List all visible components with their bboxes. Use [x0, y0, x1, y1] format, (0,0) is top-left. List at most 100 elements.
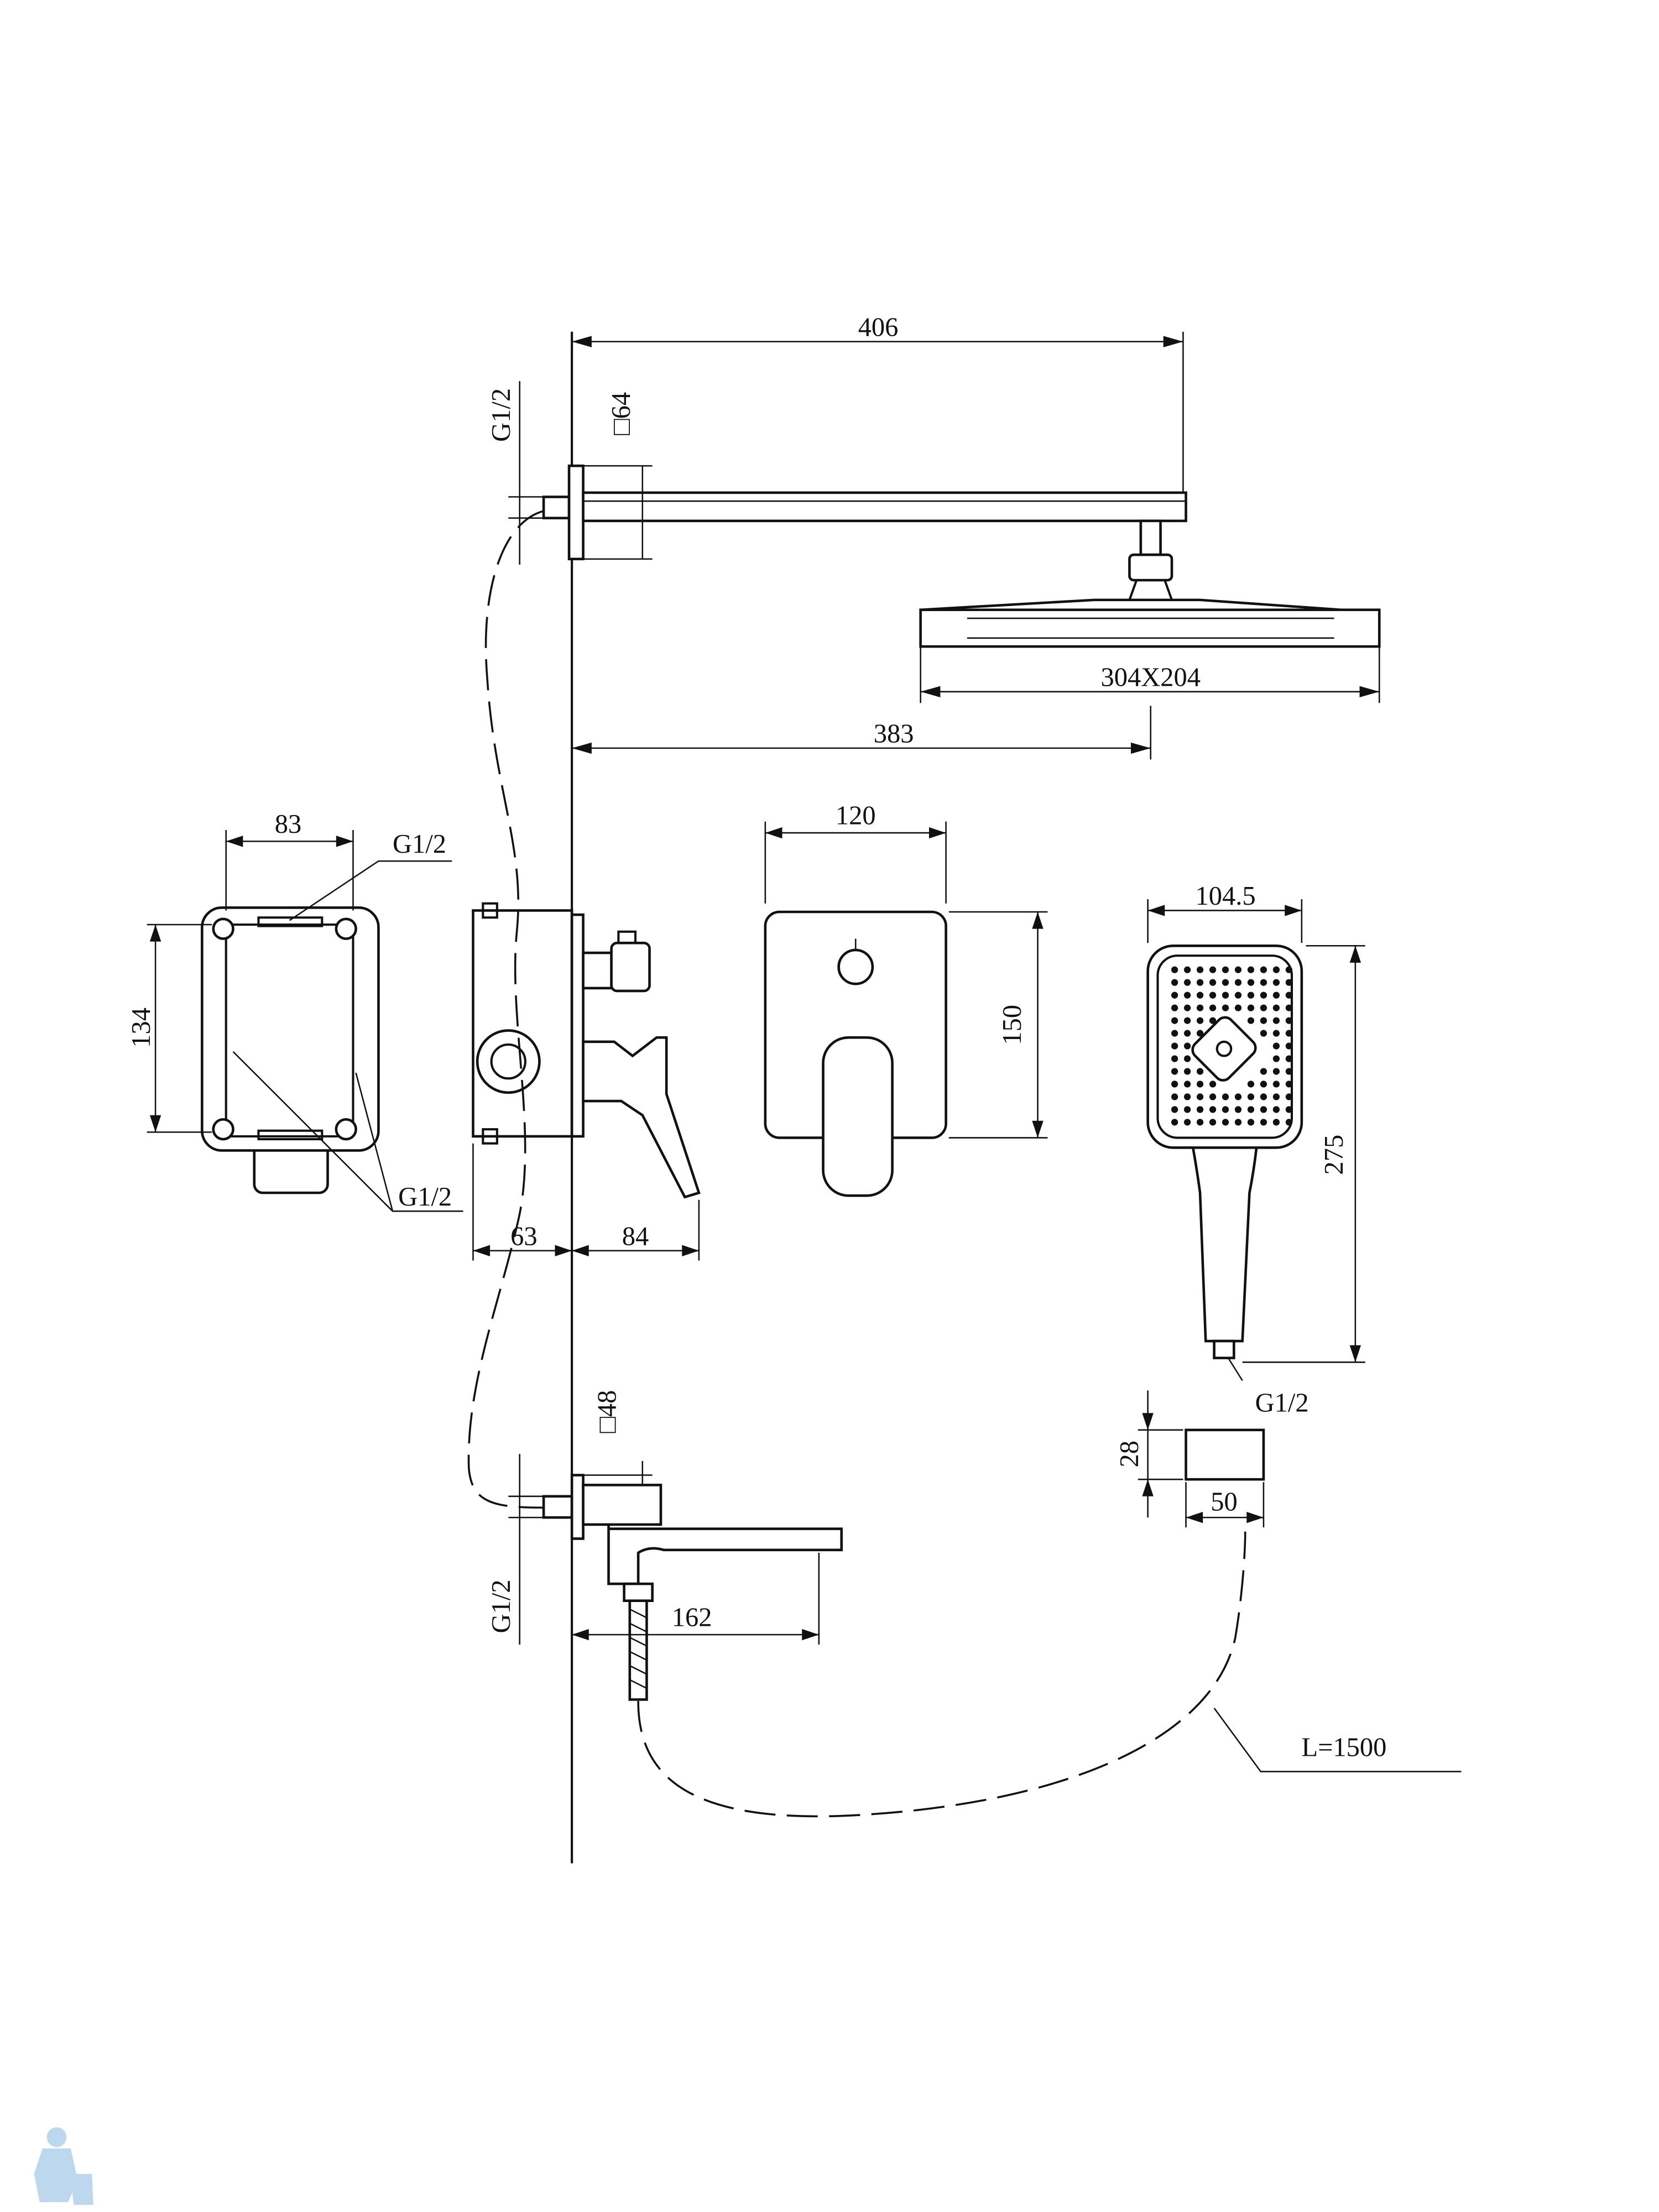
- nozzle-dot: [1171, 1055, 1178, 1062]
- dim-label: 50: [1211, 1487, 1238, 1516]
- dim-label: 275: [1319, 1135, 1349, 1175]
- dim-label: 304X204: [1100, 663, 1201, 692]
- dim-plate-width: 120: [764, 801, 947, 904]
- nozzle-dot: [1171, 1106, 1178, 1113]
- nozzle-dot: [1285, 1017, 1293, 1024]
- nozzle-dot: [1196, 1119, 1204, 1126]
- nozzle-dot: [1247, 1081, 1255, 1088]
- dim-label: 28: [1115, 1441, 1144, 1468]
- nozzle-dot: [1272, 1068, 1280, 1075]
- nozzle-dot: [1196, 966, 1204, 973]
- dim-label: 104.5: [1195, 881, 1255, 911]
- nozzle-dot: [1196, 1068, 1204, 1075]
- dim-hand-thread: G1/2: [1228, 1357, 1309, 1418]
- nozzle-dot: [1285, 1106, 1293, 1113]
- nozzle-dot: [1247, 1106, 1255, 1113]
- nozzle-dot: [1171, 1119, 1178, 1126]
- nozzle-dot: [1260, 1017, 1267, 1024]
- bath-spout: [542, 1474, 843, 1701]
- nozzle-dot: [1183, 1030, 1191, 1037]
- nozzle-dot: [1272, 1030, 1280, 1037]
- mixer-side-view: [472, 902, 701, 1199]
- nozzle-dot: [1285, 1081, 1293, 1088]
- nozzle-dot: [1260, 1030, 1267, 1037]
- nozzle-dot: [1196, 992, 1204, 999]
- dim-label: G1/2: [487, 388, 516, 442]
- nozzle-dot: [1272, 1106, 1280, 1113]
- nozzle-dot: [1285, 1004, 1293, 1011]
- dim-label: G1/2: [1255, 1389, 1309, 1418]
- nozzle-dot: [1234, 1004, 1242, 1011]
- nozzle-dot: [1171, 1093, 1178, 1100]
- dim-arm-inlet: G1/2: [487, 381, 544, 565]
- nozzle-dot: [1234, 992, 1242, 999]
- nozzle-dot: [1222, 966, 1229, 973]
- dim-arm-flange: □64: [583, 392, 653, 560]
- nozzle-dot: [1247, 1119, 1255, 1126]
- nozzle-dot: [1260, 1119, 1267, 1126]
- nozzle-dot: [1222, 1004, 1229, 1011]
- nozzle-dot: [1272, 1119, 1280, 1126]
- mounting-box: [201, 906, 380, 1194]
- nozzle-dot: [1171, 1030, 1178, 1037]
- dim-label: 162: [672, 1603, 712, 1632]
- dim-label: G1/2: [393, 830, 446, 859]
- nozzle-dot: [1183, 1119, 1191, 1126]
- nozzle-dot: [1260, 1106, 1267, 1113]
- dim-spout-flange: □48: [583, 1390, 653, 1485]
- nozzle-dot: [1285, 1042, 1293, 1050]
- nozzle-dot: [1183, 1068, 1191, 1075]
- nozzle-dot: [1222, 1119, 1229, 1126]
- nozzle-dot: [1285, 1055, 1293, 1062]
- nozzle-dot: [1171, 1042, 1178, 1050]
- concealed-pipe: [467, 510, 544, 1509]
- nozzle-dot: [1171, 966, 1178, 973]
- dim-spout-projection: 162: [572, 1552, 820, 1645]
- nozzle-dot: [1285, 979, 1293, 986]
- nozzle-dot: [1247, 992, 1255, 999]
- nozzle-dot: [1272, 1081, 1280, 1088]
- nozzle-dot: [1247, 1017, 1255, 1024]
- nozzle-dot: [1260, 966, 1267, 973]
- nozzle-dot: [1272, 1093, 1280, 1100]
- nozzle-dot: [1196, 1030, 1204, 1037]
- nozzle-dot: [1183, 1081, 1191, 1088]
- nozzle-dot: [1285, 1119, 1293, 1126]
- nozzle-dot: [1260, 992, 1267, 999]
- nozzle-dot: [1209, 966, 1217, 973]
- nozzle-dot: [1222, 1093, 1229, 1100]
- nozzle-dot: [1272, 979, 1280, 986]
- cover-plate: [764, 910, 947, 1197]
- dim-label: 406: [858, 313, 899, 342]
- dim-label: L=1500: [1301, 1733, 1386, 1762]
- dim-label: 120: [836, 801, 876, 831]
- nozzle-dot: [1183, 1106, 1191, 1113]
- nozzle-dot: [1272, 1017, 1280, 1024]
- nozzle-dot: [1260, 1004, 1267, 1011]
- nozzle-dot: [1222, 1106, 1229, 1113]
- nozzle-dot: [1272, 992, 1280, 999]
- nozzle-dot: [1272, 966, 1280, 973]
- nozzle-dot: [1183, 1093, 1191, 1100]
- hand-shower: [1146, 944, 1303, 1359]
- nozzle-dot: [1196, 1093, 1204, 1100]
- nozzle-dot: [1234, 1093, 1242, 1100]
- nozzle-dot: [1247, 1004, 1255, 1011]
- nozzle-dot: [1234, 979, 1242, 986]
- nozzle-dot: [1171, 1081, 1178, 1088]
- dim-label: □48: [592, 1390, 622, 1433]
- nozzle-dot: [1171, 992, 1178, 999]
- nozzle-dot: [1260, 1081, 1267, 1088]
- nozzle-dot: [1285, 966, 1293, 973]
- nozzle-dot: [1209, 1119, 1217, 1126]
- dim-label: G1/2: [398, 1182, 452, 1212]
- dim-outlet: 28 50: [1115, 1390, 1265, 1527]
- nozzle-dot: [1234, 966, 1242, 973]
- nozzle-dot: [1209, 1093, 1217, 1100]
- shower-hose: [637, 1531, 1246, 1818]
- nozzle-dot: [1209, 1106, 1217, 1113]
- dim-label: G1/2: [487, 1579, 516, 1633]
- dim-spout-inlet: G1/2: [487, 1454, 544, 1645]
- nozzle-dot: [1234, 1106, 1242, 1113]
